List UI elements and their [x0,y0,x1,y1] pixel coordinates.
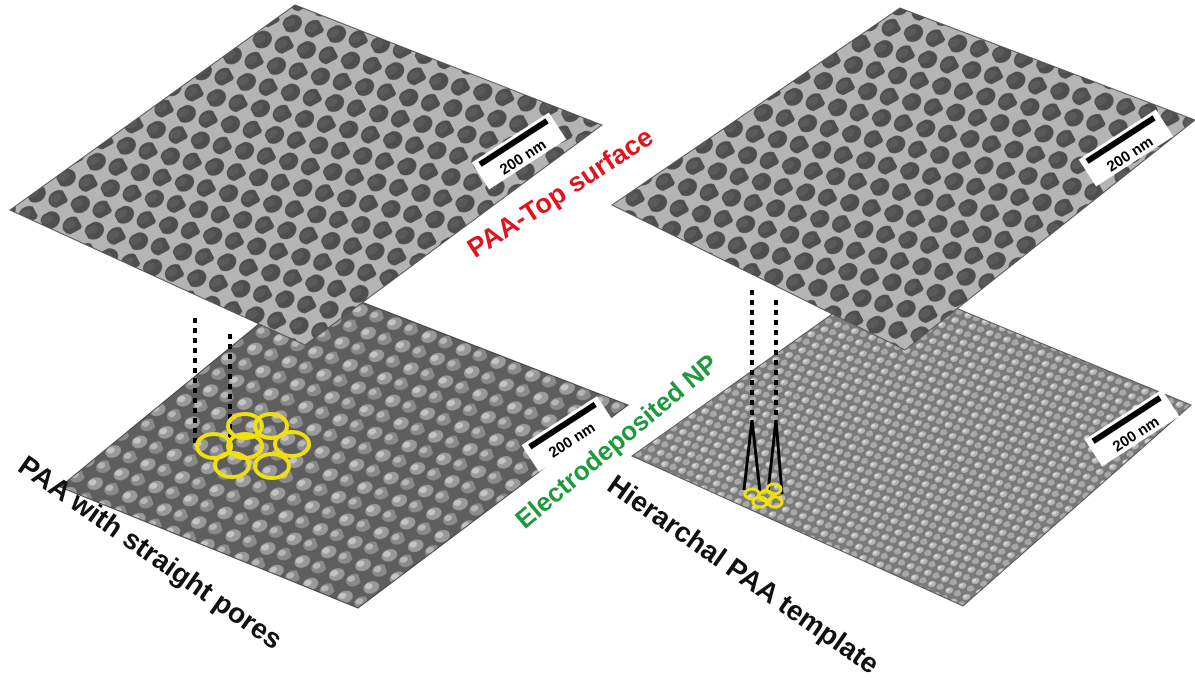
left-bottom-scale-bar: 200 nm [521,396,615,472]
left-nanoparticle-highlight [195,412,311,480]
right-pore-connectors [742,290,784,495]
right-top-sem-image: 200 nm [611,7,1195,351]
right-bottom-sem-image: 200 nm [631,277,1192,607]
left-top-sem-image: 200 nm [9,4,604,346]
right-nanoparticle-highlight [743,482,784,509]
left-bottom-sem-image: 200 nm [59,281,630,609]
